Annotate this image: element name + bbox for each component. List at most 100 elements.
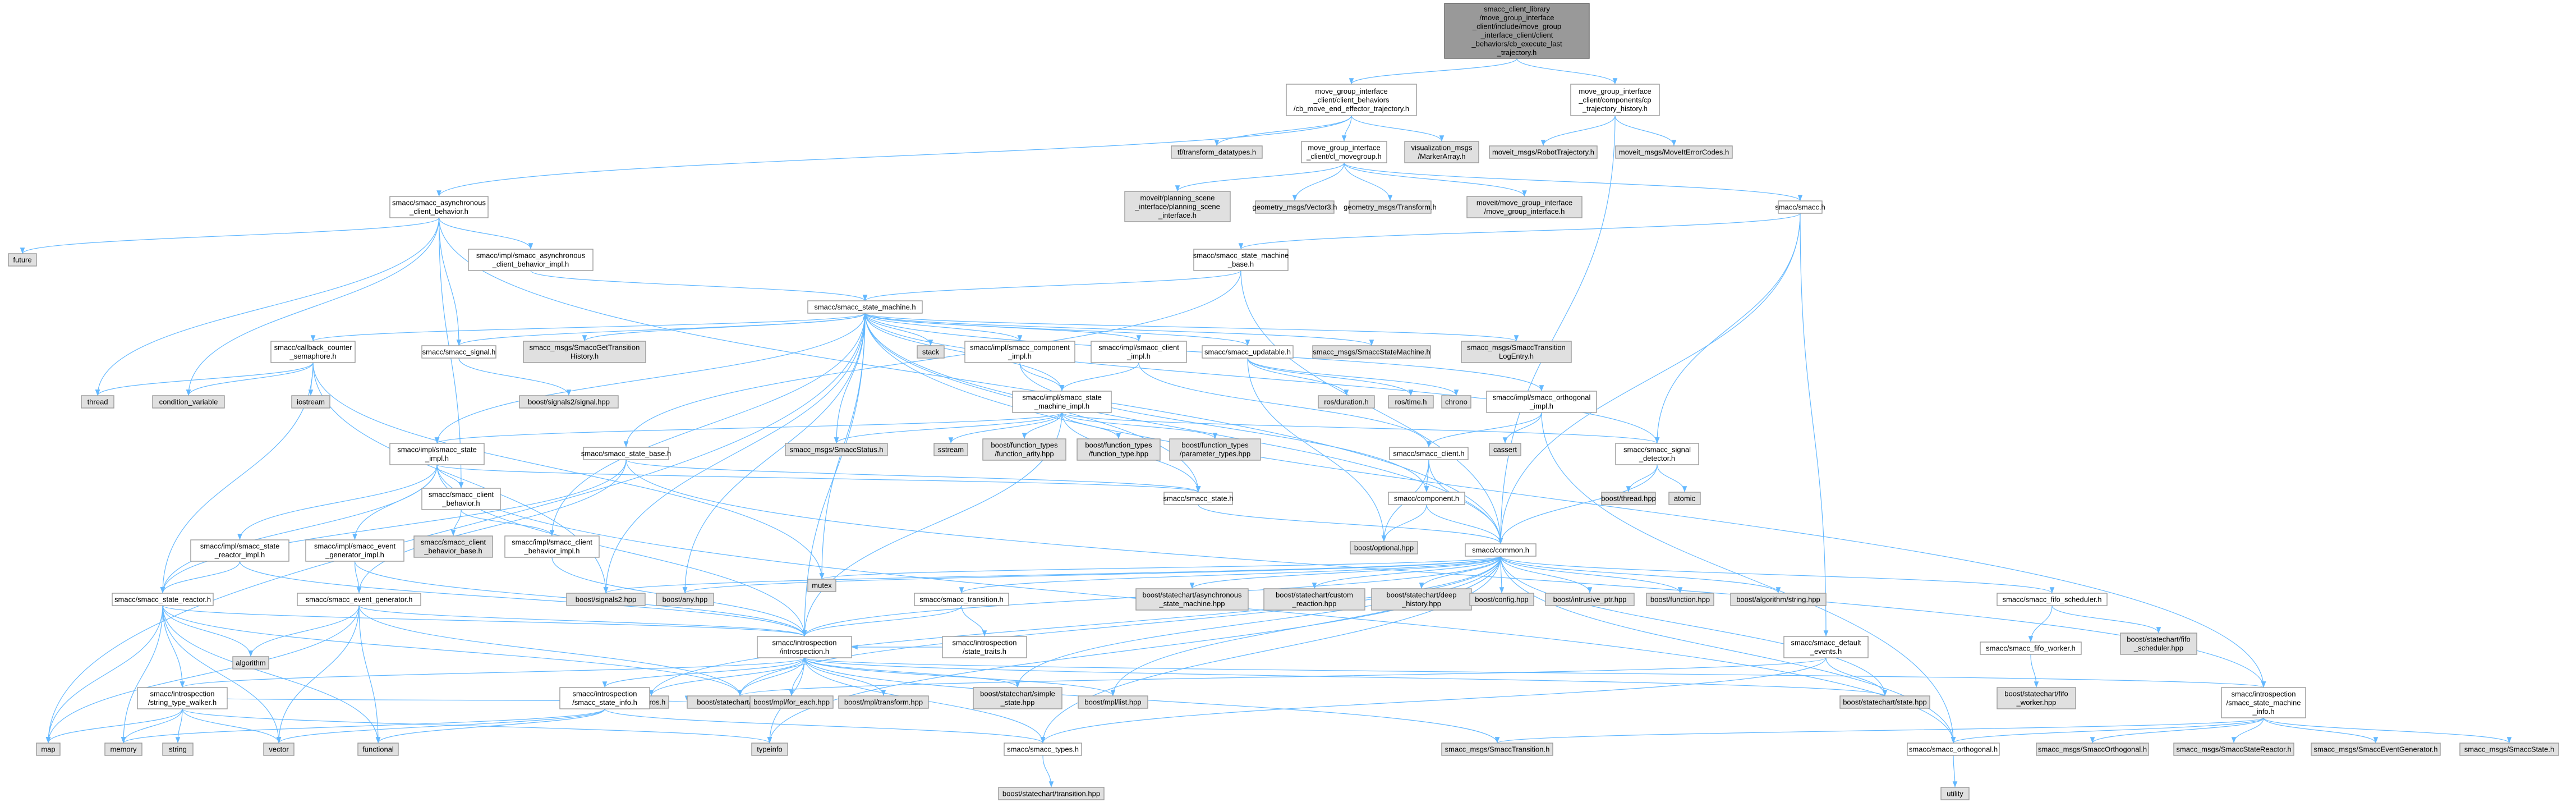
node-fifo-worker[interactable]: smacc/smacc_fifo_worker.h [1980,641,2082,655]
node-box [998,787,1105,800]
node-smacc-state-info[interactable]: smacc/introspection/smacc_state_info.h [559,687,650,709]
include-edge-client_impl-to-smacc_client [1138,362,1432,448]
node-label-line: _behavior_base.h [424,547,482,555]
node-box [8,253,37,267]
node-state-machine[interactable]: smacc/smacc_state_machine.h [807,300,923,314]
node-signal-detector[interactable]: smacc/smacc_signal_detector.h [1615,443,1699,465]
include-edge-state_machine-to-boost_any [682,313,866,594]
node-label-line: _base.h [1227,260,1254,268]
node-box [36,743,61,756]
node-fifo-scheduler[interactable]: smacc/smacc_fifo_scheduler.h [1997,593,2108,606]
node-box [1486,391,1597,413]
node-smacc-async-cb[interactable]: smacc/smacc_asynchronous_client_behavior… [389,196,489,218]
node-label-line: smacc/impl/smacc_client [512,538,592,547]
node-label-line: algorithm [236,658,265,667]
include-edge-fifo_scheduler-to-sc_fifo_scheduler [2051,605,2161,634]
node-box [1349,200,1432,214]
node-label-line: /smacc_state_machine [2227,698,2301,707]
node-box [1997,687,2076,709]
node-box [137,687,228,709]
node-label-line: smacc/introspection [953,639,1017,647]
node-smacc-orthogonal[interactable]: smacc/smacc_orthogonal.h [1907,743,2000,756]
node-sm-impl[interactable]: smacc/impl/smacc_state_machine_impl.h [1012,391,1112,413]
include-edge-sm_info-to-msg_state [2263,717,2512,744]
node-state-base[interactable]: smacc/smacc_state_base.h [581,447,671,460]
include-edge-cl_movegroup-to-planning_scene_iface [1175,162,1345,192]
node-component-h[interactable]: smacc/component.h [1388,492,1465,505]
include-edge-smacc_transition-to-state_traits [961,605,987,637]
node-box [1489,443,1521,456]
include-edge-cp_trajectory_history-to-moveit_error_codes [1614,115,1677,146]
node-state-impl[interactable]: smacc/impl/smacc_state_impl.h [389,443,485,465]
node-label-line: smacc/smacc_transition.h [919,595,1004,603]
node-box [2173,743,2294,756]
node-msg-transition: smacc_msgs/SmaccTransition.h [1441,743,1553,756]
include-edge-state_base-to-state_reactor [160,459,627,594]
node-box [1388,492,1465,505]
node-common[interactable]: smacc/common.h [1465,543,1537,557]
node-client-behavior-impl[interactable]: smacc/impl/smacc_client_behavior_impl.h [504,535,600,558]
include-edge-state_machine-to-boost_signals2 [603,313,866,594]
node-component-impl[interactable]: smacc/impl/smacc_component_impl.h [964,341,1075,363]
node-smacc-client[interactable]: smacc/smacc_client.h [1389,447,1469,460]
node-label-line: map [41,745,55,753]
node-smacc-signal[interactable]: smacc/smacc_signal.h [421,345,496,359]
node-smacc-state[interactable]: smacc/smacc_state.h [1163,492,1234,505]
node-box [2459,743,2559,756]
node-orthogonal-impl[interactable]: smacc/impl/smacc_orthogonal_impl.h [1486,391,1597,413]
include-edge-introspection-to-sc_event [737,657,805,696]
include-edge-common-to-mutex [820,556,1501,580]
node-callback-counter[interactable]: smacc/callback_counter_semaphore.h [270,341,356,363]
include-edge-common-to-smacc_types [1040,556,1501,744]
node-default-events[interactable]: smacc/smacc_default_events.h [1783,636,1869,658]
node-label-line: visualization_msgs [1411,144,1473,152]
include-edge-sm_info-to-msg_transition [1495,717,2264,744]
node-label-line: sstream [938,445,964,453]
node-state-traits[interactable]: smacc/introspection/state_traits.h [942,636,1027,658]
node-introspection[interactable]: smacc/introspection/introspection.h [757,636,852,658]
node-box [1646,593,1714,606]
node-robot-trajectory: moveit_msgs/RobotTrajectory.h [1489,145,1598,159]
node-string: string [162,743,194,756]
node-label-line: boost/mpl/transform.hpp [844,698,923,706]
node-client-impl[interactable]: smacc/impl/smacc_client_impl.h [1091,341,1187,363]
node-box [807,579,836,592]
node-label-line: smacc/smacc.h [1775,203,1825,211]
node-label-line: tf/transform_datatypes.h [1177,148,1256,156]
node-async-cb-impl[interactable]: smacc/impl/smacc_asynchronous_client_beh… [468,249,594,271]
include-edge-string_type_walker-to-vector [182,708,282,744]
node-box [1004,743,1082,756]
node-box [1980,641,2082,655]
node-thread: thread [81,395,114,409]
node-label-line: functional [362,745,394,753]
include-edge-cl_movegroup-to-move_group_iface [1344,162,1527,197]
node-label-line: _generator_impl.h [325,551,384,559]
node-box [559,687,650,709]
node-cb-move-end-effector[interactable]: move_group_interface_client/client_behav… [1286,84,1417,116]
node-event-generator-impl[interactable]: smacc/impl/smacc_event_generator_impl.h [305,539,404,562]
include-edge-common-to-typeinfo [767,556,1501,744]
node-box [421,345,496,359]
node-cl-movegroup[interactable]: move_group_interface_client/cl_movegroup… [1301,141,1387,163]
node-smacc-updatable[interactable]: smacc/smacc_updatable.h [1202,345,1294,359]
node-cp-trajectory-history[interactable]: move_group_interface_client/components/c… [1570,84,1660,116]
include-edge-state_reactor-to-algorithm [162,605,254,657]
node-smacc-types[interactable]: smacc/smacc_types.h [1004,743,1082,756]
node-event-generator[interactable]: smacc/smacc_event_generator.h [297,593,421,606]
include-edge-smacc_async_cb-to-future [20,217,440,254]
node-state-reactor[interactable]: smacc/smacc_state_reactor.h [112,593,214,606]
node-string-type-walker[interactable]: smacc/introspection/string_type_walker.h [137,687,228,709]
node-typeinfo: typeinfo [751,743,788,756]
node-box [523,341,646,363]
node-smacc-h[interactable]: smacc/smacc.h [1775,200,1825,214]
node-client-behavior[interactable]: smacc/smacc_client_behavior.h [421,488,501,510]
node-smacc-transition[interactable]: smacc/smacc_transition.h [914,593,1009,606]
node-state-reactor-impl[interactable]: smacc/impl/smacc_state_reactor_impl.h [190,539,289,562]
node-sm-base[interactable]: smacc/smacc_state_machine_base.h [1193,249,1289,271]
include-edge-smacc_h-to-signal_detector [1654,213,1801,444]
node-label-line: boost/statechart/custom [1276,591,1353,599]
node-label-line: /function_type.hpp [1089,450,1148,458]
include-edge-common-to-sc_state [1500,556,1888,696]
node-box [1163,492,1233,505]
node-sm-info[interactable]: smacc/introspection/smacc_state_machine_… [2221,687,2306,718]
